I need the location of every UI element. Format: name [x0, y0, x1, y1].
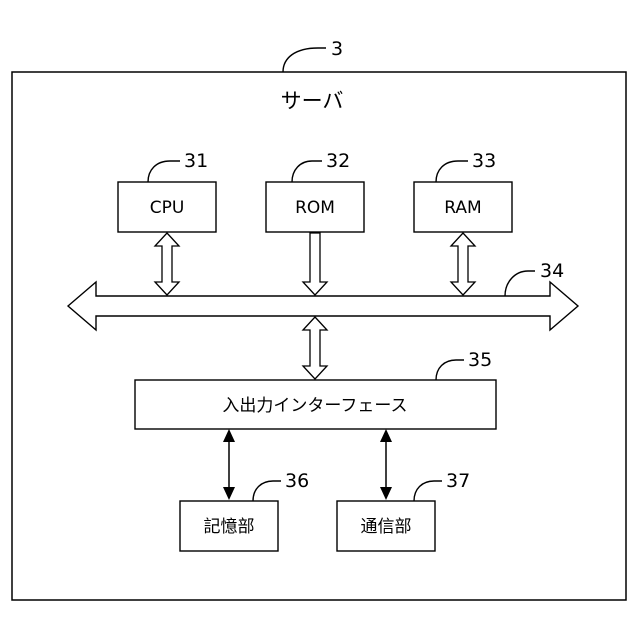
storage-label: 記憶部 [204, 517, 255, 537]
io-storage-head-bottom [223, 487, 235, 500]
comm-ref-leader [414, 481, 442, 501]
io-comm-head-bottom [380, 487, 392, 500]
rom-ref-leader [292, 161, 322, 182]
comm-label: 通信部 [361, 517, 412, 537]
io-ref-number: 35 [468, 349, 492, 371]
cpu-bus-arrow [155, 233, 179, 295]
server-ref-leader [283, 48, 326, 72]
comm-ref-number: 37 [446, 470, 470, 492]
rom-label: ROM [295, 198, 335, 218]
io-comm-head-top [380, 429, 392, 442]
storage-ref-number: 36 [285, 470, 309, 492]
server-ref-number: 3 [331, 38, 343, 60]
bus-ref-leader [505, 271, 535, 296]
cpu-ref-leader [148, 161, 180, 182]
bus-ref-number: 34 [540, 260, 564, 282]
ram-bus-arrow [451, 233, 475, 295]
rom-ref-number: 32 [326, 150, 350, 172]
server-title: サーバ [281, 89, 344, 113]
bus-io-arrow [303, 317, 327, 379]
ram-ref-number: 33 [472, 150, 496, 172]
ram-label: RAM [444, 198, 481, 218]
cpu-label: CPU [150, 198, 185, 218]
io-ref-leader [436, 360, 464, 380]
io-storage-head-top [223, 429, 235, 442]
rom-bus-arrow [303, 233, 327, 295]
bus-arrow [68, 282, 578, 330]
storage-ref-leader [253, 481, 281, 501]
cpu-ref-number: 31 [184, 150, 208, 172]
ram-ref-leader [436, 161, 468, 182]
io-interface-label: 入出力インターフェース [222, 396, 407, 416]
